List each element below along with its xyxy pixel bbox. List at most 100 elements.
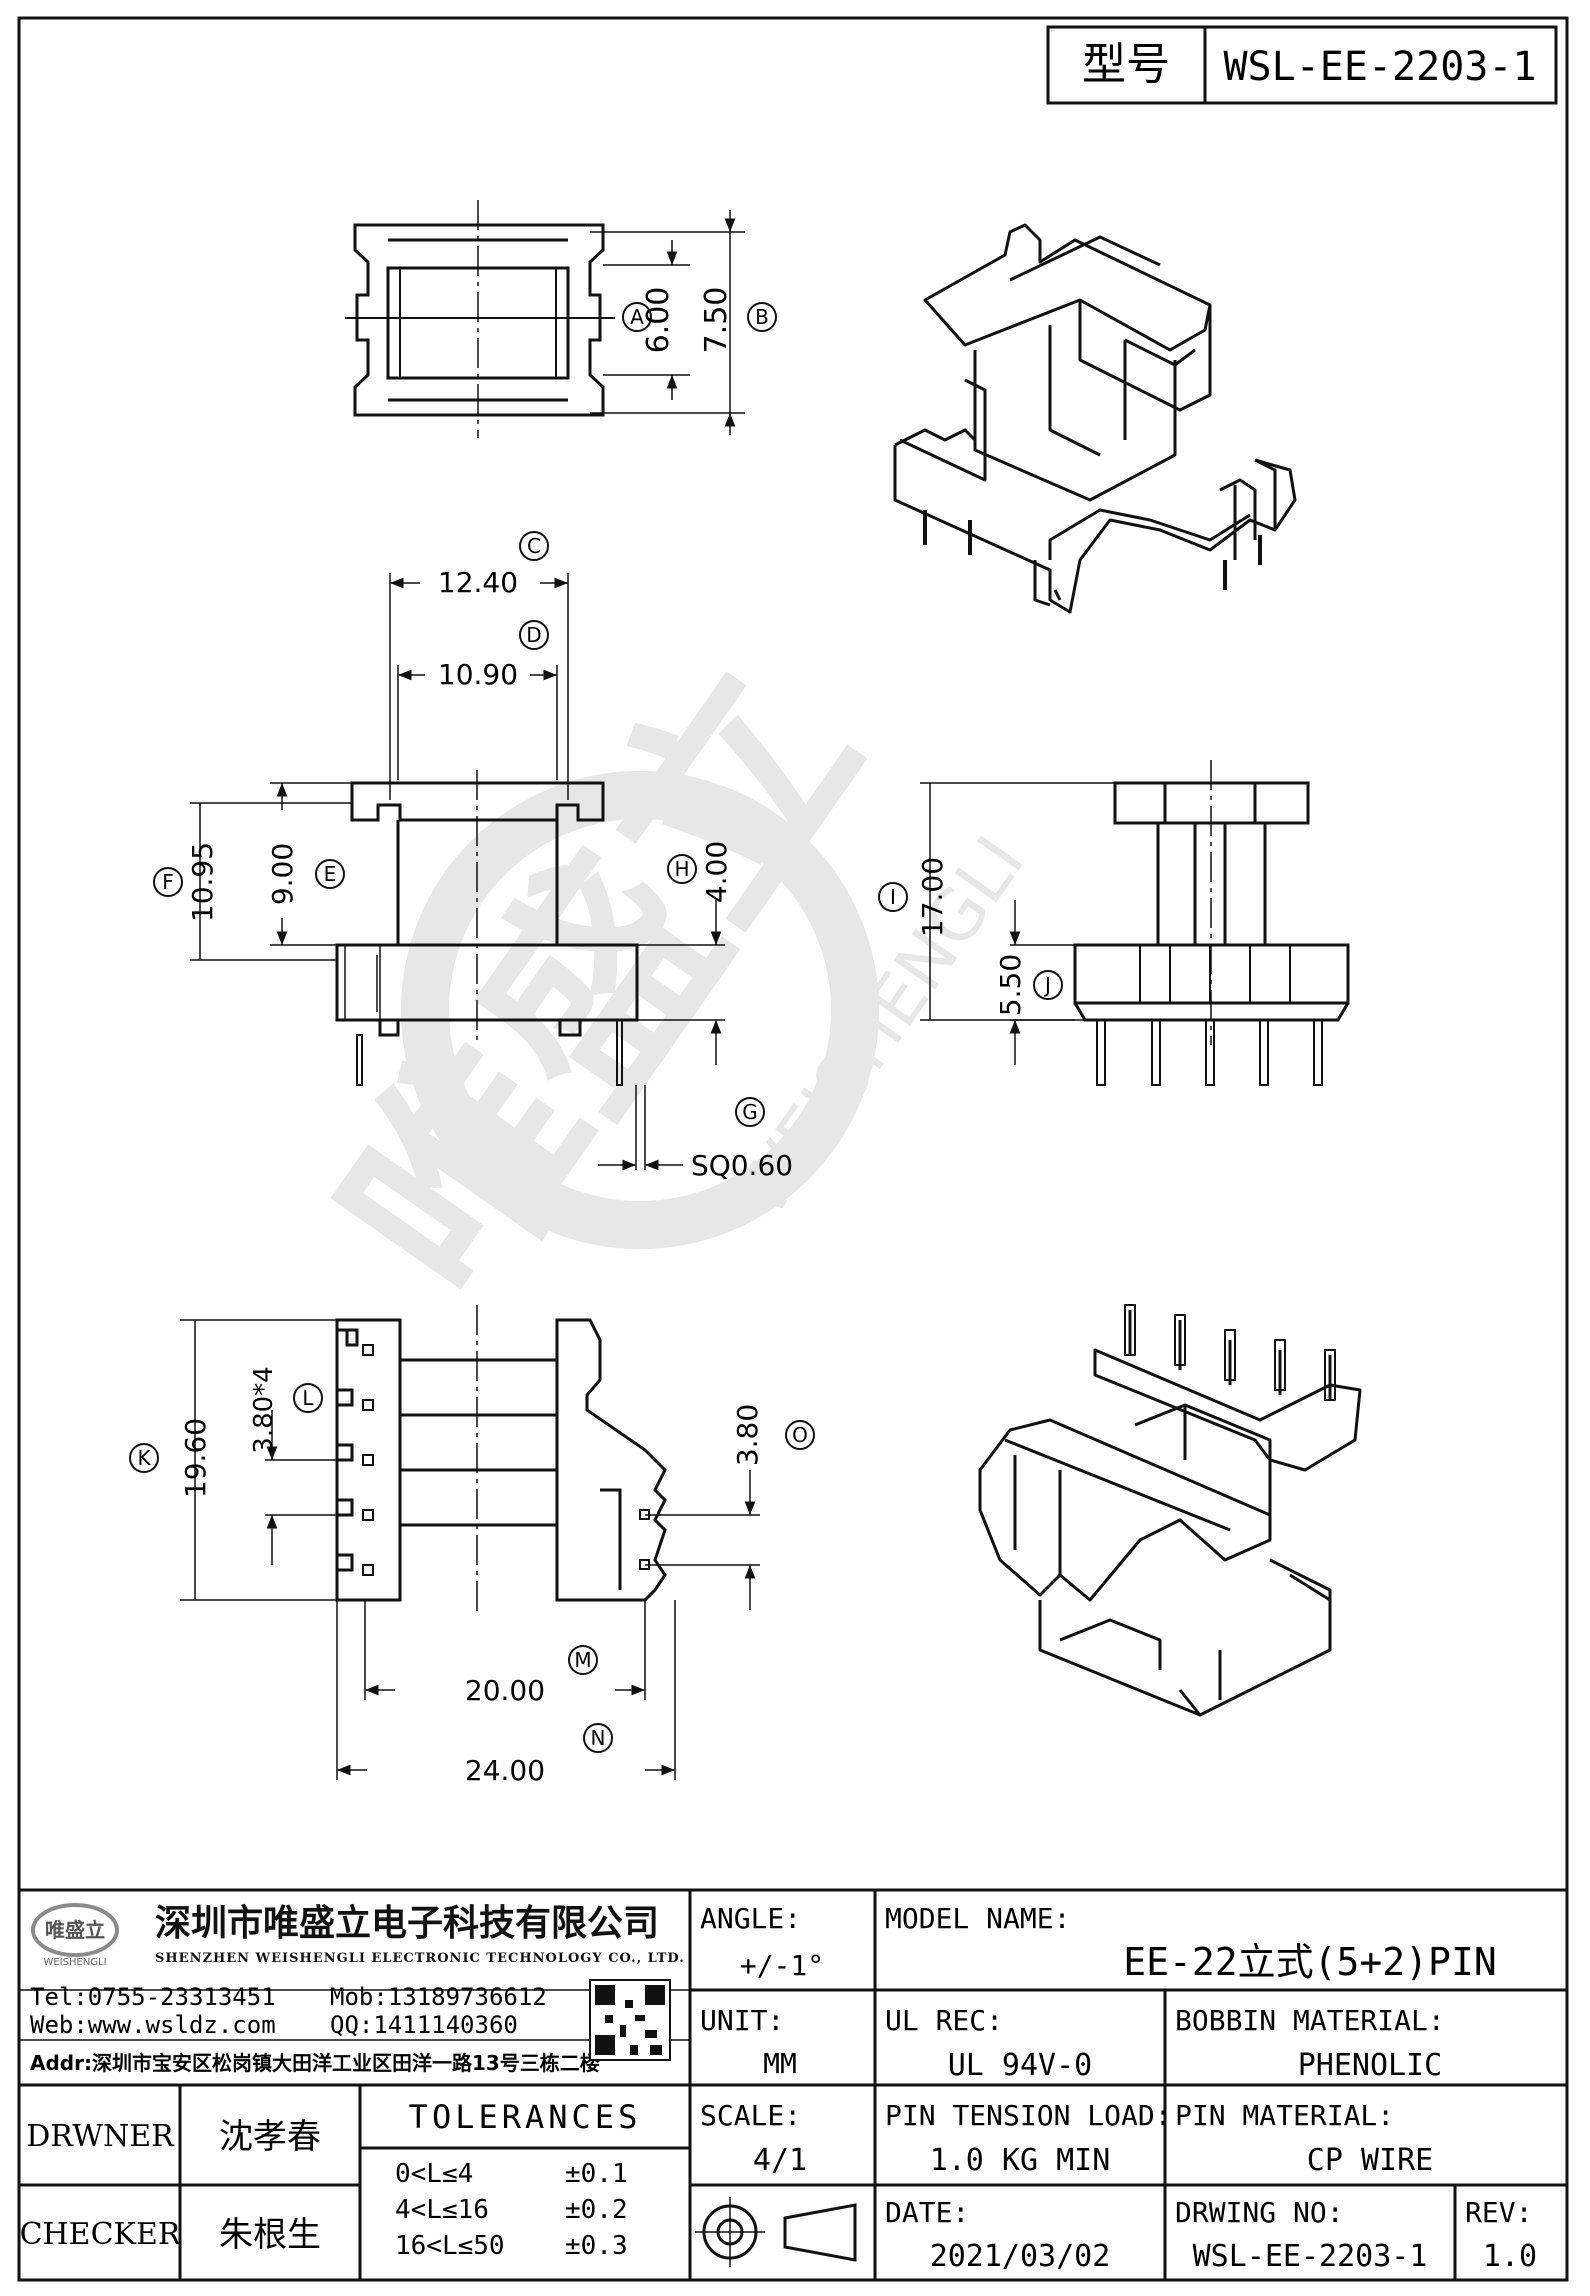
svg-text:7.50: 7.50 [699,287,734,354]
svg-text:C: C [527,534,541,558]
angle-label: ANGLE: [700,1902,801,1935]
model-name-value: EE-22立式(5+2)PIN [1123,1940,1496,1984]
company-logo: 唯盛立 WEISHENGLI [31,1903,119,1968]
top-view [345,200,745,438]
dimension-D: D 10.90 [438,620,549,691]
tolerance-value-2: ±0.2 [565,2195,628,2225]
svg-text:24.00: 24.00 [465,1754,545,1787]
model-name-label: MODEL NAME: [885,1902,1070,1935]
ul-rec-label: UL REC: [885,2004,1003,2037]
svg-text:12.40: 12.40 [438,566,518,599]
dimension-A: A 6.00 [622,287,676,354]
company-qq: QQ:1411140360 [330,2011,518,2039]
svg-text:D: D [526,623,541,647]
svg-text:I: I [890,885,896,909]
isometric-view-bottom [978,1304,1362,1717]
model-number-value: WSL-EE-2203-1 [1223,44,1536,90]
svg-text:B: B [755,305,769,329]
drawer-label: DRWNER [26,2119,175,2154]
company-mob: Mob:13189736612 [330,1983,547,2011]
isometric-view-top [893,223,1297,614]
bottom-view [180,1305,760,1780]
dimension-F: F 10.95 [153,842,219,922]
unit-label: UNIT: [700,2004,784,2037]
sheet-border [17,16,1569,2282]
company-name-cn: 深圳市唯盛立电子科技有限公司 [155,1903,659,1944]
svg-text:10.95: 10.95 [186,842,219,922]
title-block [19,1888,1567,2280]
side-view [920,760,1350,1086]
dimension-L: L 3.80*4 [249,1366,323,1454]
svg-text:O: O [792,1423,808,1447]
scale-value: 4/1 [753,2143,807,2178]
dimension-M: M 20.00 [465,1645,598,1707]
front-view [190,573,725,1171]
svg-text:5.50: 5.50 [994,954,1027,1016]
tolerance-range-1: 0<L≤4 [395,2159,473,2189]
svg-text:6.00: 6.00 [641,287,676,354]
dimension-I: I 17.00 [878,857,949,937]
svg-text:A: A [630,305,644,329]
drawing-number-value: WSL-EE-2203-1 [1193,2239,1428,2274]
company-address: Addr:深圳市宝安区松岗镇大田洋工业区田洋一路13号三栋二楼 [30,2051,600,2075]
tolerance-value-1: ±0.1 [565,2159,628,2189]
dimension-K: K 19.60 [129,1418,212,1498]
angle-value: +/-1° [740,1949,824,1982]
pin-tension-label: PIN TENSION LOAD: [885,2099,1172,2132]
revision-value: 1.0 [1483,2239,1537,2274]
drawing-number-label: DRWING NO: [1175,2196,1344,2229]
svg-text:3.80*4: 3.80*4 [249,1366,279,1453]
company-web: Web:www.wsldz.com [30,2011,276,2039]
drawer-name: 沈孝春 [219,2117,321,2157]
checker-label: CHECKER [20,2217,182,2252]
svg-text:F: F [162,870,174,894]
svg-text:K: K [137,1446,151,1470]
svg-text:N: N [591,1726,606,1750]
tolerance-range-2: 4<L≤16 [395,2195,489,2225]
svg-text:M: M [574,1648,591,1672]
tolerance-range-3: 16<L≤50 [395,2231,505,2261]
svg-text:G: G [742,1100,758,1124]
dimension-O: O 3.80 [731,1404,815,1466]
svg-text:E: E [324,862,337,886]
svg-text:19.60: 19.60 [179,1418,212,1498]
tolerance-value-3: ±0.3 [565,2231,628,2261]
svg-text:SQ0.60: SQ0.60 [691,1149,793,1182]
dimension-N: N 24.00 [465,1723,613,1787]
unit-value: MM [763,2047,797,2080]
company-logo-sub: WEISHENGLI [43,1957,106,1968]
model-number-box: 型号 WSL-EE-2203-1 [1046,25,1558,105]
svg-text:9.00: 9.00 [266,843,299,905]
date-value: 2021/03/02 [930,2239,1111,2274]
watermark: 唯盛立 WEISHENGLI [293,623,1041,1341]
ul-rec-value: UL 94V-0 [948,2048,1093,2083]
qr-code-icon [589,1979,671,2061]
svg-text:H: H [674,857,689,881]
svg-text:L: L [302,1386,314,1410]
svg-text:17.00: 17.00 [916,857,949,937]
company-logo-text: 唯盛立 [45,1918,105,1942]
bobbin-material-label: BOBBIN MATERIAL: [1175,2004,1445,2037]
tolerances-title: TOLERANCES [409,2098,642,2136]
bobbin-material-value: PHENOLIC [1298,2048,1443,2083]
svg-text:20.00: 20.00 [465,1674,545,1707]
revision-label: REV: [1465,2196,1532,2229]
checker-name: 朱根生 [219,2215,321,2255]
dimension-G: G SQ0.60 [691,1097,793,1182]
svg-text:3.80: 3.80 [731,1404,764,1466]
dimension-B: B 7.50 [699,287,777,354]
dimension-H: H 4.00 [667,841,733,903]
svg-text:4.00: 4.00 [700,841,733,903]
dimension-J: J 5.50 [994,954,1063,1016]
company-name-en: SHENZHEN WEISHENGLI ELECTRONIC TECHNOLOG… [155,1951,685,1966]
dimension-E: E 9.00 [266,843,345,905]
date-label: DATE: [885,2196,969,2229]
company-tel: Tel:0755-23313451 [30,1983,276,2011]
pin-tension-value: 1.0 KG MIN [930,2143,1111,2178]
pin-material-label: PIN MATERIAL: [1175,2099,1394,2132]
pin-material-value: CP WIRE [1307,2143,1433,2178]
dimension-C: C 12.40 [438,531,549,599]
projection-symbol-icon [695,2197,857,2267]
svg-text:10.90: 10.90 [438,658,518,691]
